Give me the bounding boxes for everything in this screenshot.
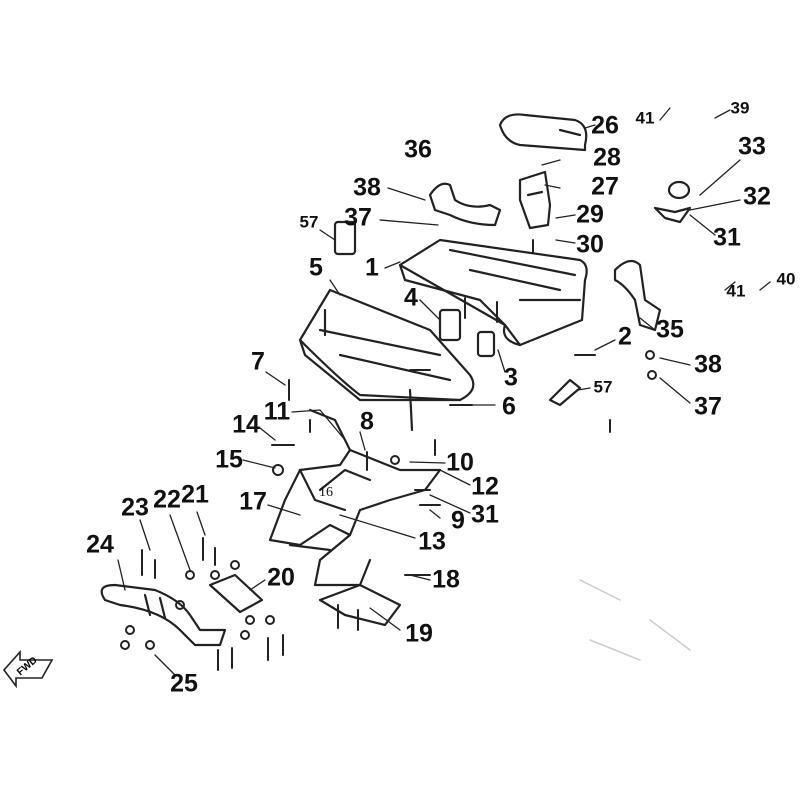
callout-label: 57 (593, 377, 613, 397)
callout-label: 1 (365, 253, 379, 282)
callout-label: 30 (576, 230, 604, 259)
frame-center (268, 408, 442, 587)
callout-label: 37 (694, 392, 722, 421)
callout-label: 18 (432, 565, 460, 594)
callout-label: 13 (418, 527, 446, 556)
plate-20 (208, 573, 264, 614)
callout-label: 20 (267, 563, 295, 592)
front-rack-5 (298, 288, 475, 432)
callout-label: 3 (504, 363, 518, 392)
seat-bracket-27 (518, 170, 552, 230)
callout-label: 10 (446, 448, 474, 477)
callout-label: 4 (404, 283, 418, 312)
callout-label: 12 (471, 472, 499, 501)
callout-label: 7 (251, 347, 265, 376)
callout-label: 23 (121, 493, 149, 522)
callout-label: 41 (726, 281, 746, 301)
callout-label: 38 (353, 173, 381, 202)
callout-label: 2 (618, 322, 632, 351)
skid-plate-19 (318, 583, 402, 627)
bolts (120, 239, 657, 671)
callout-label: 9 (451, 506, 465, 535)
callout-label: 26 (591, 111, 619, 140)
spacer-57 (333, 220, 357, 256)
rear-rack-1 (398, 238, 588, 347)
spacer-4 (438, 308, 496, 358)
callout-label: 36 (404, 135, 432, 164)
leader-lines (117, 107, 771, 676)
callout-label: 32 (743, 182, 771, 211)
callout-label: 16 (319, 485, 333, 500)
callout-label: 37 (344, 203, 372, 232)
lamp-32 (653, 180, 692, 224)
callout-label: 6 (502, 392, 516, 421)
callout-label: 35 (656, 315, 684, 344)
callout-label: 21 (181, 480, 209, 509)
ghost-marks (579, 579, 691, 661)
callout-label: 29 (576, 200, 604, 229)
callout-label: 8 (360, 407, 374, 436)
callout-label: 27 (591, 172, 619, 201)
callout-label: 17 (239, 487, 267, 516)
callout-label: 31 (471, 500, 499, 529)
callout-label: 22 (153, 485, 181, 514)
grab-handle-35 (613, 259, 662, 332)
callout-label: 38 (694, 350, 722, 379)
callout-label: 24 (86, 530, 114, 559)
fwd-arrow-icon (2, 649, 54, 688)
callout-label: 5 (309, 253, 323, 282)
callout-label: 19 (405, 619, 433, 648)
callout-label: 39 (730, 98, 750, 118)
callout-label: 28 (593, 143, 621, 172)
front-bumper-24 (100, 583, 227, 647)
callout-label: 33 (738, 132, 766, 161)
callout-label: 40 (776, 269, 796, 289)
callout-label: 41 (635, 108, 655, 128)
callout-label: 25 (170, 669, 198, 698)
callout-label: 15 (215, 445, 243, 474)
callout-label: 57 (299, 212, 319, 232)
seat-pad-26 (498, 113, 588, 152)
callout-label: 11 (263, 397, 291, 426)
callout-label: 14 (232, 410, 260, 439)
callout-label: 31 (713, 223, 741, 252)
reflector-57b (548, 378, 582, 407)
fwd-arrow: FWD (2, 648, 58, 688)
backrest-bracket-36 (428, 182, 502, 227)
